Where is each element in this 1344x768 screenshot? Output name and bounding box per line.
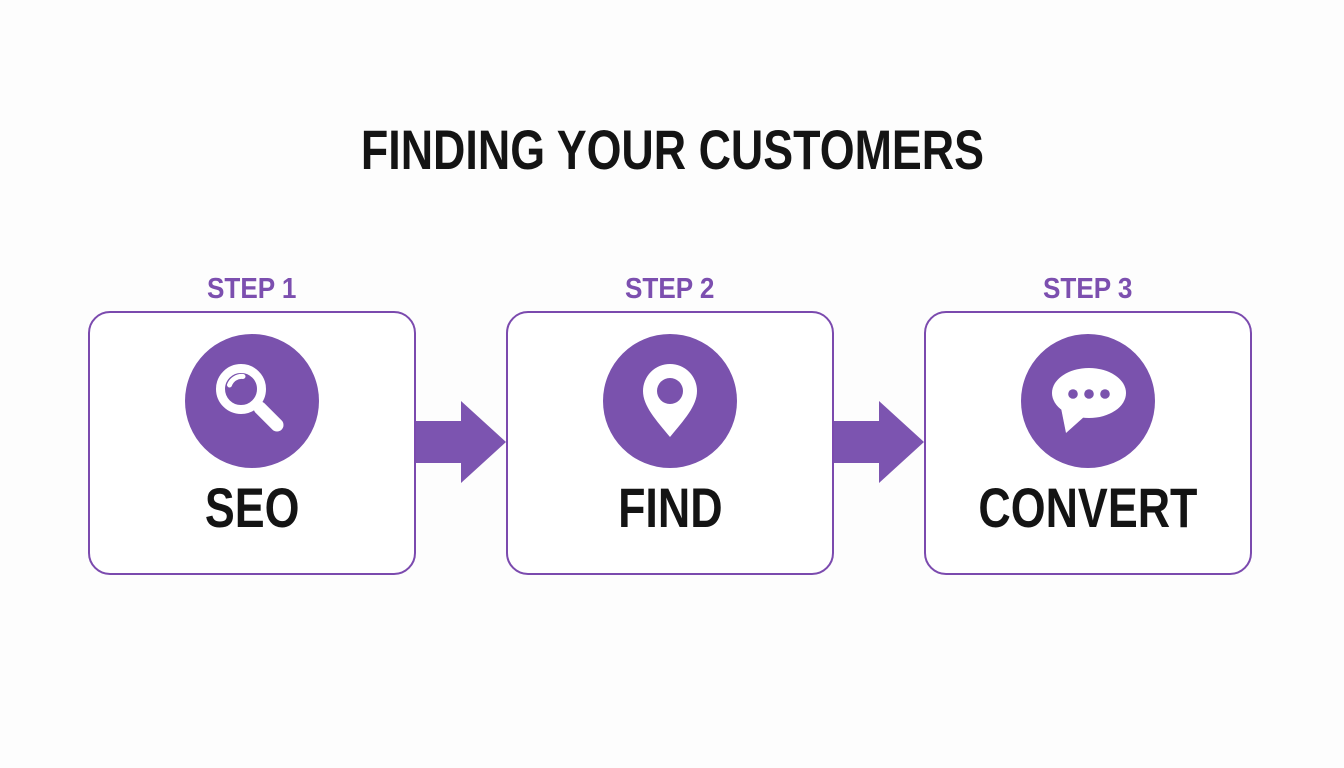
arrow-right-icon <box>834 401 924 483</box>
step-1-label-text: STEP 1 <box>207 273 297 305</box>
step-3-title: CONVERT <box>951 480 1225 536</box>
step-1-label: STEP 1 <box>202 274 301 304</box>
step-1-title: SEO <box>193 480 311 536</box>
step-3: STEP 3 CONVERT <box>924 274 1252 575</box>
step-2-title-text: FIND <box>617 476 723 539</box>
page-title: FINDING YOUR CUSTOMERS <box>0 122 1344 178</box>
arrow-right-icon <box>416 401 506 483</box>
step-1-title-text: SEO <box>204 476 300 539</box>
step-2-label: STEP 2 <box>620 274 719 304</box>
step-3-icon-circle <box>1021 334 1155 468</box>
step-3-card: CONVERT <box>924 311 1252 575</box>
step-3-label: STEP 3 <box>1038 274 1137 304</box>
chat-bubble-icon <box>1052 368 1126 433</box>
location-pin-icon <box>643 364 697 437</box>
step-3-title-text: CONVERT <box>978 476 1198 539</box>
step-1-icon-circle <box>185 334 319 468</box>
step-1-card: SEO <box>88 311 416 575</box>
step-2-card: FIND <box>506 311 834 575</box>
page-title-text: FINDING YOUR CUSTOMERS <box>360 118 984 181</box>
step-3-label-text: STEP 3 <box>1043 273 1133 305</box>
step-2-label-text: STEP 2 <box>625 273 715 305</box>
step-2: STEP 2 FIND <box>506 274 834 575</box>
step-2-icon-circle <box>603 334 737 468</box>
step-1: STEP 1 SEO <box>88 274 416 575</box>
connector-1 <box>416 401 506 483</box>
connector-2 <box>834 401 924 483</box>
magnifier-icon <box>216 364 284 432</box>
step-2-title: FIND <box>605 480 736 536</box>
steps-row: STEP 1 SEO <box>88 274 1252 575</box>
